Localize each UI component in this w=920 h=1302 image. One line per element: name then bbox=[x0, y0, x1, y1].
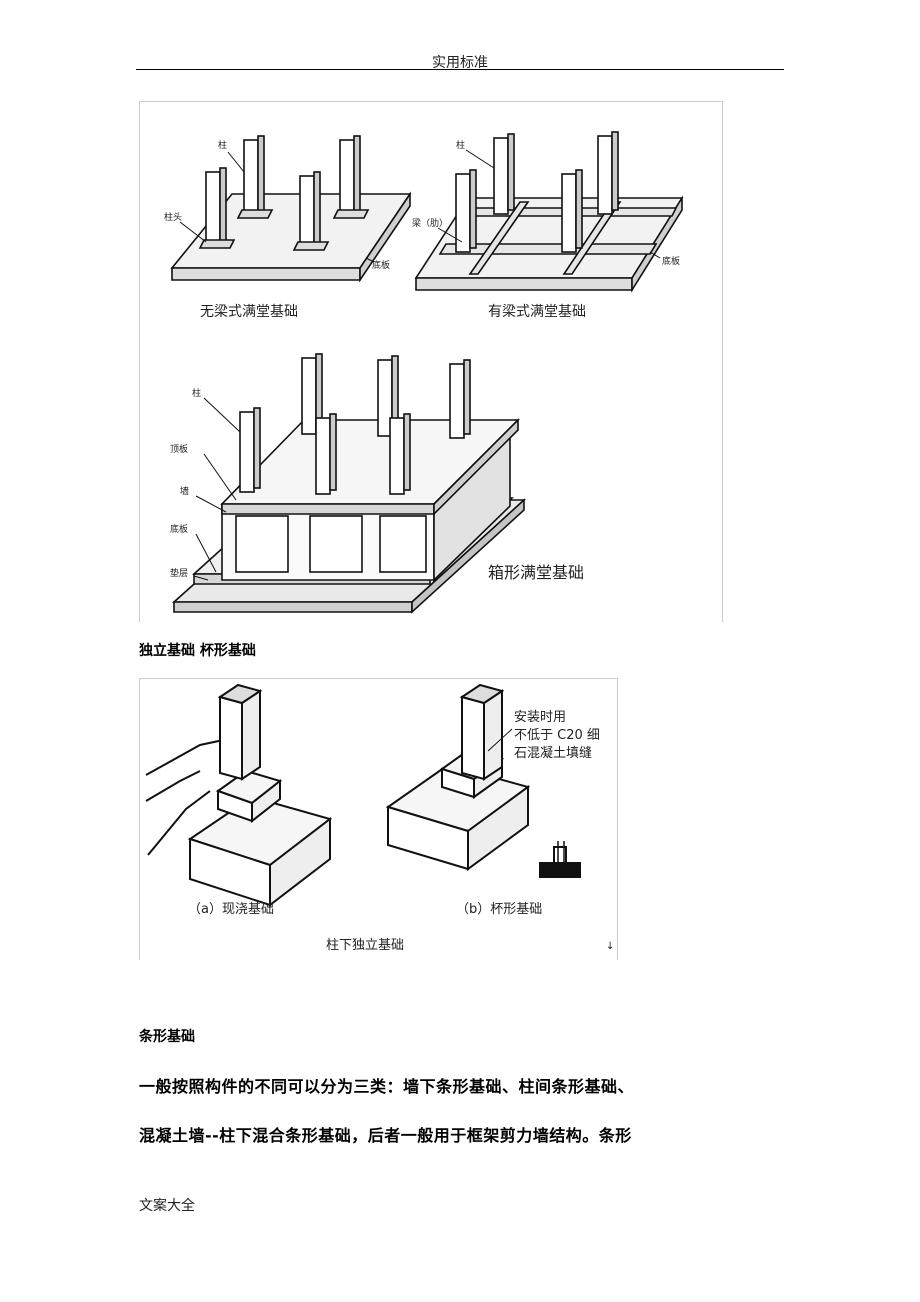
caption-flat-slab: 无梁式满堂基础 bbox=[200, 303, 298, 320]
paragraph-line-2: 混凝土墙--柱下混合条形基础，后者一般用于框架剪力墙结构。条形 bbox=[139, 1126, 632, 1145]
annotation-line-2: 不低于 C20 细 bbox=[514, 728, 600, 743]
label-column-a: 柱 bbox=[218, 139, 227, 151]
figure2-title: 柱下独立基础 bbox=[326, 938, 404, 953]
annotation-line-3: 石混凝土填缝 bbox=[514, 745, 592, 761]
caption-cup-foundation: （b）杯形基础 bbox=[456, 902, 542, 917]
header-rule bbox=[136, 69, 784, 70]
page-footer: 文案大全 bbox=[139, 1198, 195, 1214]
isolated-foundation-drawing: 安装时用 不低于 C20 细 石混凝土填缝 （a）现浇基础 （b）杯形基础 柱下… bbox=[145, 683, 614, 953]
figure2-mark: ↓ bbox=[606, 941, 614, 952]
label-beam: 梁（肋） bbox=[412, 217, 448, 229]
isolated-foundation-heading: 独立基础 杯形基础 bbox=[139, 643, 256, 659]
strip-foundation-heading: 条形基础 bbox=[139, 1029, 195, 1045]
isolated-foundation-figure: 安装时用 不低于 C20 细 石混凝土填缝 （a）现浇基础 （b）杯形基础 柱下… bbox=[139, 678, 618, 960]
box-foundation-drawing bbox=[171, 353, 527, 614]
page-header-title: 实用标准 bbox=[432, 55, 488, 71]
caption-cast-in-place: （a）现浇基础 bbox=[188, 902, 274, 917]
ribbed-slab-drawing bbox=[414, 131, 684, 293]
raft-foundation-figure: 柱 柱头 底板 无梁式满堂基础 柱 梁（肋） 底板 有梁式满堂基础 柱 顶板 墙… bbox=[139, 101, 723, 622]
label-column-b: 柱 bbox=[456, 139, 465, 151]
raft-foundation-drawing: 柱 柱头 底板 无梁式满堂基础 柱 梁（肋） 底板 有梁式满堂基础 柱 顶板 墙… bbox=[164, 131, 684, 614]
annotation-line-1: 安装时用 bbox=[514, 710, 566, 725]
label-column-head: 柱头 bbox=[164, 211, 182, 223]
label-base-plate-b: 底板 bbox=[662, 255, 680, 267]
caption-ribbed-slab: 有梁式满堂基础 bbox=[488, 303, 586, 320]
cup-foundation-drawing bbox=[385, 683, 531, 871]
label-column-c: 柱 bbox=[192, 387, 201, 399]
cast-in-place-foundation-drawing bbox=[145, 683, 333, 908]
caption-box-foundation: 箱形满堂基础 bbox=[488, 563, 584, 582]
label-wall: 墙 bbox=[180, 485, 189, 497]
cup-section-symbol bbox=[539, 841, 581, 878]
label-top-plate: 顶板 bbox=[170, 443, 188, 455]
label-cushion: 垫层 bbox=[170, 567, 188, 579]
label-base-plate-a: 底板 bbox=[372, 259, 390, 271]
paragraph-line-1: 一般按照构件的不同可以分为三类：墙下条形基础、柱间条形基础、 bbox=[139, 1077, 635, 1096]
flat-slab-drawing bbox=[170, 135, 412, 283]
label-base-plate-c: 底板 bbox=[170, 523, 188, 535]
